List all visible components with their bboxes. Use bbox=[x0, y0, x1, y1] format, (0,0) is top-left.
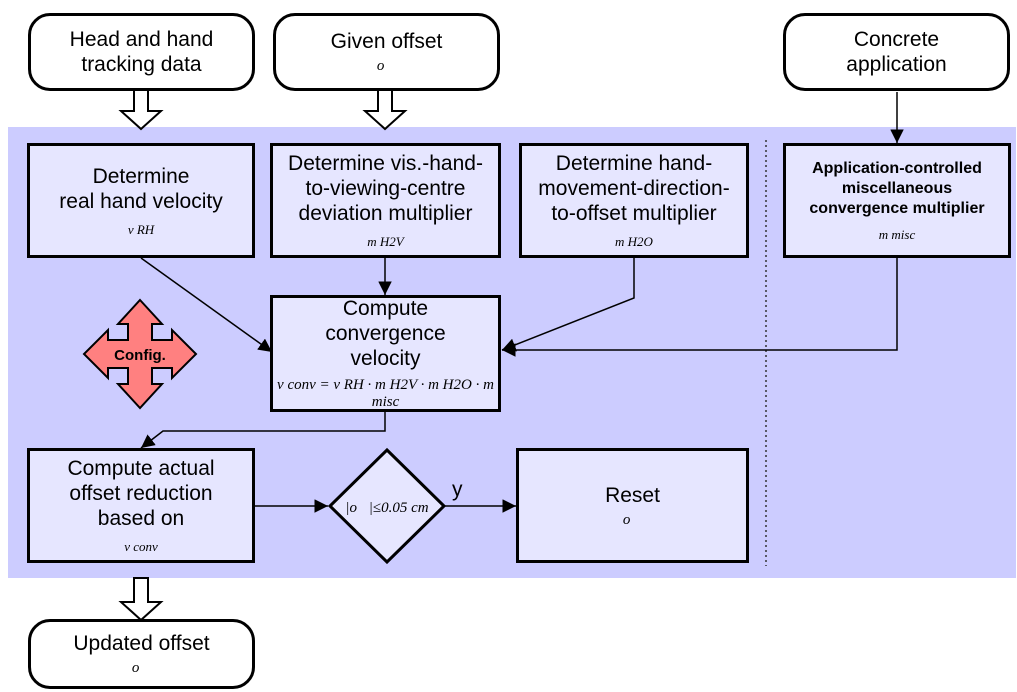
decision-yes-label: y bbox=[452, 478, 463, 501]
misc-multiplier-label: Application-controlled miscellaneous con… bbox=[809, 159, 985, 217]
real-hand-velocity-symbol: v RH bbox=[127, 221, 155, 237]
decision-label: |o⃗|≤0.05 cm bbox=[345, 500, 428, 516]
offset-reduction-symbol: v conv bbox=[124, 539, 158, 554]
misc-multiplier-step: Application-controlled miscellaneous con… bbox=[783, 143, 1011, 258]
block-arrow-output bbox=[118, 577, 164, 622]
concrete-application-input: Concrete application bbox=[783, 13, 1010, 91]
arrow-velocity-to-convergence bbox=[140, 257, 273, 353]
arrow-misc-to-convergence bbox=[502, 258, 898, 357]
direction-multiplier-symbol: m H2O bbox=[615, 234, 653, 249]
config-move-icon bbox=[82, 298, 198, 410]
direction-multiplier-step: Determine hand- movement-direction- to-o… bbox=[519, 143, 749, 258]
given-offset-symbol: o⃗ bbox=[376, 58, 397, 74]
head-hand-tracking-input: Head and hand tracking data bbox=[28, 13, 255, 91]
deviation-multiplier-label: Determine vis.-hand- to-viewing-centre d… bbox=[288, 152, 483, 225]
offset-reduction-step: Compute actual offset reduction based on… bbox=[27, 448, 255, 563]
concrete-application-label: Concrete application bbox=[846, 28, 947, 76]
config-label: Config. bbox=[114, 347, 166, 364]
reset-step: Reset o⃗ bbox=[516, 448, 749, 563]
direction-multiplier-label: Determine hand- movement-direction- to-o… bbox=[538, 152, 730, 225]
given-offset-label: Given offset bbox=[330, 30, 443, 53]
reset-label: Reset bbox=[605, 483, 660, 507]
updated-offset-symbol: o⃗ bbox=[131, 660, 152, 676]
convergence-formula: v conv = v RH · m H2V · m H2O · m misc bbox=[277, 377, 494, 410]
block-arrow-given-offset bbox=[362, 89, 408, 131]
convergence-velocity-step: Compute convergence velocity v conv = v … bbox=[270, 295, 501, 412]
arrow-convergence-to-reduction bbox=[140, 412, 386, 449]
convergence-velocity-label: Compute convergence velocity bbox=[325, 297, 446, 370]
offset-reduction-label: Compute actual offset reduction based on bbox=[67, 457, 215, 530]
given-offset-input: Given offset o⃗ bbox=[273, 13, 500, 91]
misc-multiplier-symbol: m misc bbox=[878, 226, 916, 242]
head-hand-tracking-label: Head and hand tracking data bbox=[69, 28, 214, 76]
deviation-multiplier-step: Determine vis.-hand- to-viewing-centre d… bbox=[270, 143, 501, 258]
block-arrow-head-hand bbox=[118, 87, 164, 131]
decision-diamond bbox=[327, 447, 447, 565]
deviation-multiplier-symbol: m H2V bbox=[367, 234, 404, 249]
reset-symbol: o⃗ bbox=[622, 511, 643, 528]
real-hand-velocity-label: Determine real hand velocity bbox=[59, 164, 223, 213]
updated-offset-label: Updated offset bbox=[73, 632, 210, 655]
updated-offset-output: Updated offset o⃗ bbox=[28, 619, 255, 689]
real-hand-velocity-step: Determine real hand velocity v RH bbox=[27, 143, 255, 258]
arrow-direction-to-convergence bbox=[501, 258, 635, 352]
